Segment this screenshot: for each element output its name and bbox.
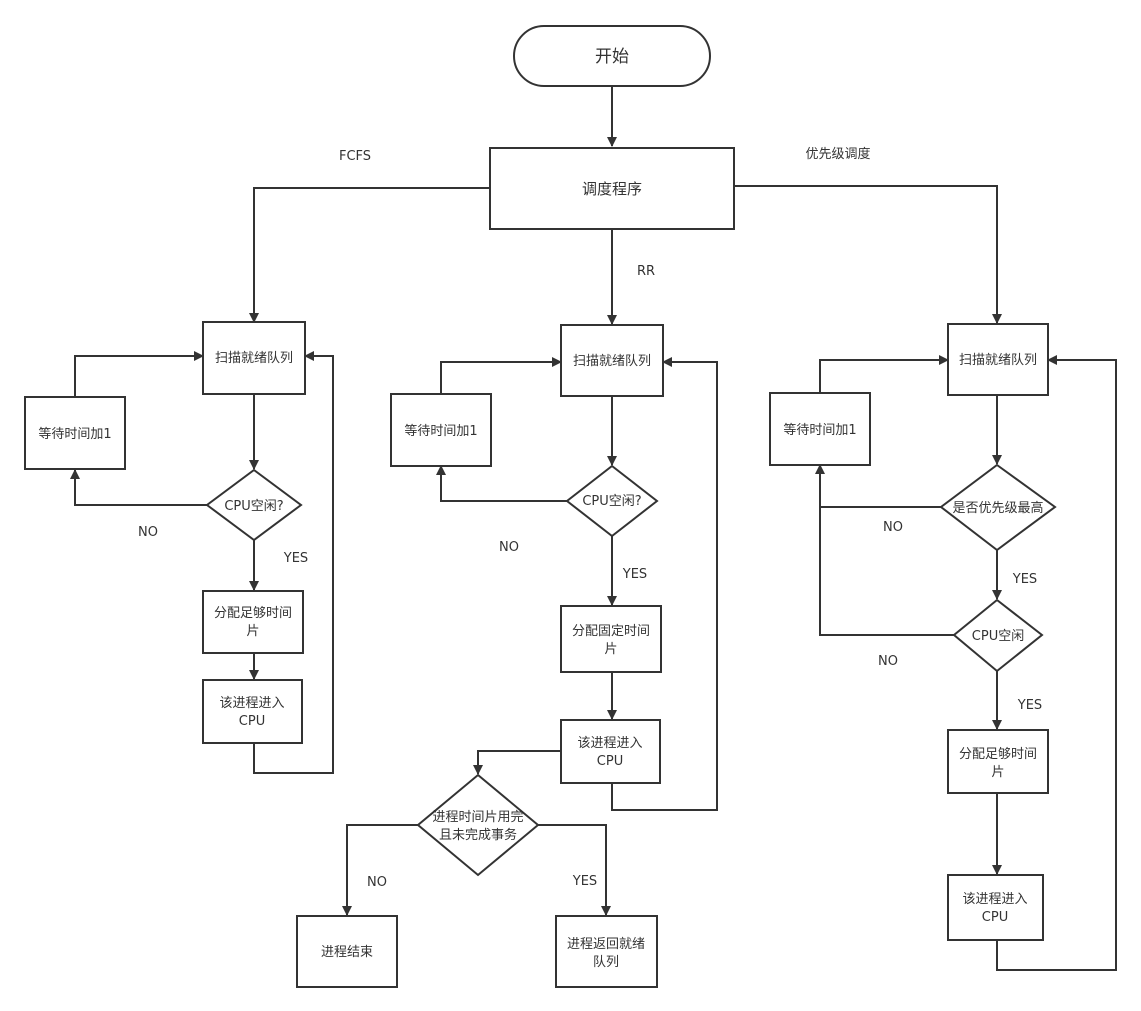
edge-rr-check-yes (538, 824, 611, 916)
rr-check-decision (416, 773, 540, 877)
fcfs-enter-node (202, 679, 303, 744)
edge-scheduler-fcfs (249, 187, 490, 323)
edge-rr-enter-check (473, 750, 561, 775)
rr-end-node (296, 915, 398, 988)
start-node (513, 25, 711, 87)
edge-rr-enter-loop (611, 357, 718, 811)
pr-alloc-node (947, 729, 1049, 794)
fcfs-wait-label: 等待时间加1 (38, 426, 111, 442)
fcfs-alloc-label-1: 分配足够时间 (214, 606, 292, 621)
pr-scan-label: 扫描就绪队列 (959, 353, 1037, 368)
rr-scan-label: 扫描就绪队列 (573, 354, 651, 369)
fcfs-wait-node (24, 396, 126, 470)
pr-cpu-idle-decision (952, 598, 1044, 673)
edge-pr-enter-loop (996, 355, 1117, 971)
edge-label-fcfs-yes: YES (283, 551, 308, 566)
pr-enter-node (947, 874, 1044, 941)
pr-wait-label: 等待时间加1 (783, 422, 856, 438)
rr-alloc-label-2: 片 (604, 642, 617, 657)
edge-fcfs-idle-no (70, 469, 207, 506)
edge-scheduler-priority (734, 185, 1002, 324)
rr-return-node (555, 915, 658, 988)
pr-enter-label-2: CPU (982, 910, 1008, 925)
rr-wait-node (390, 393, 492, 467)
pr-highest-decision (939, 463, 1057, 552)
pr-cpu-idle-label: CPU空闲 (972, 629, 1024, 644)
edge-rr-check-no (342, 824, 418, 916)
edges (70, 86, 1117, 971)
pr-scan-node (947, 323, 1049, 396)
edge-pr-highest-no (815, 464, 941, 508)
pr-alloc-label-2: 片 (991, 765, 1004, 780)
fcfs-alloc-node (202, 590, 304, 654)
rr-wait-label: 等待时间加1 (404, 423, 477, 439)
start-label: 开始 (595, 47, 629, 67)
pr-wait-node (769, 392, 871, 466)
rr-return-label-1: 进程返回就绪 (567, 937, 645, 952)
edge-fcfs-wait-scan (74, 351, 204, 397)
edge-pr-idle-no (819, 507, 954, 636)
edge-label-rr-yes: YES (622, 567, 647, 582)
edge-label-fcfs-no: NO (138, 525, 158, 540)
edge-label-rr-no: NO (499, 540, 519, 555)
fcfs-scan-label: 扫描就绪队列 (215, 351, 293, 366)
fcfs-scan-node (202, 321, 306, 395)
pr-highest-label: 是否优先级最高 (952, 500, 1043, 516)
scheduler-label: 调度程序 (582, 180, 642, 198)
fcfs-alloc-label-2: 片 (246, 624, 259, 639)
rr-enter-label-1: 该进程进入 (577, 736, 642, 751)
rr-return-label-2: 队列 (593, 955, 619, 970)
rr-end-label: 进程结束 (321, 945, 373, 960)
fcfs-cpu-idle-label: CPU空闲? (224, 499, 283, 514)
rr-enter-node (560, 719, 661, 784)
rr-alloc-label-1: 分配固定时间 (572, 624, 650, 639)
fcfs-enter-label-1: 该进程进入 (219, 696, 284, 711)
edge-label-pr-yes-1: YES (1012, 572, 1037, 587)
edge-fcfs-enter-loop (253, 351, 334, 774)
scheduler-node (489, 147, 735, 230)
edge-label-rr-check-no: NO (367, 875, 387, 890)
rr-check-label-2: 且未完成事务 (439, 827, 517, 843)
rr-alloc-node (560, 605, 662, 673)
rr-scan-node (560, 324, 664, 397)
fcfs-cpu-idle-decision (205, 468, 303, 542)
edge-label-rr: RR (637, 264, 655, 279)
edge-rr-idle-no (436, 465, 567, 502)
rr-enter-label-2: CPU (597, 754, 623, 769)
edge-pr-wait-scan (819, 355, 949, 393)
pr-enter-label-1: 该进程进入 (962, 892, 1027, 907)
rr-cpu-idle-label: CPU空闲? (582, 494, 641, 509)
edge-label-rr-check-yes: YES (572, 874, 597, 889)
fcfs-enter-label-2: CPU (239, 714, 265, 729)
rr-cpu-idle-decision (565, 464, 659, 538)
pr-alloc-label-1: 分配足够时间 (959, 747, 1037, 762)
edge-label-pr-no-2: NO (878, 654, 898, 669)
edge-label-pr-no-1: NO (883, 520, 903, 535)
edge-label-pr-yes-2: YES (1017, 698, 1042, 713)
edge-label-priority: 优先级调度 (805, 146, 870, 162)
edge-rr-wait-scan (440, 357, 562, 394)
rr-check-label-1: 进程时间片用完 (432, 810, 523, 825)
edge-label-fcfs: FCFS (339, 149, 371, 164)
